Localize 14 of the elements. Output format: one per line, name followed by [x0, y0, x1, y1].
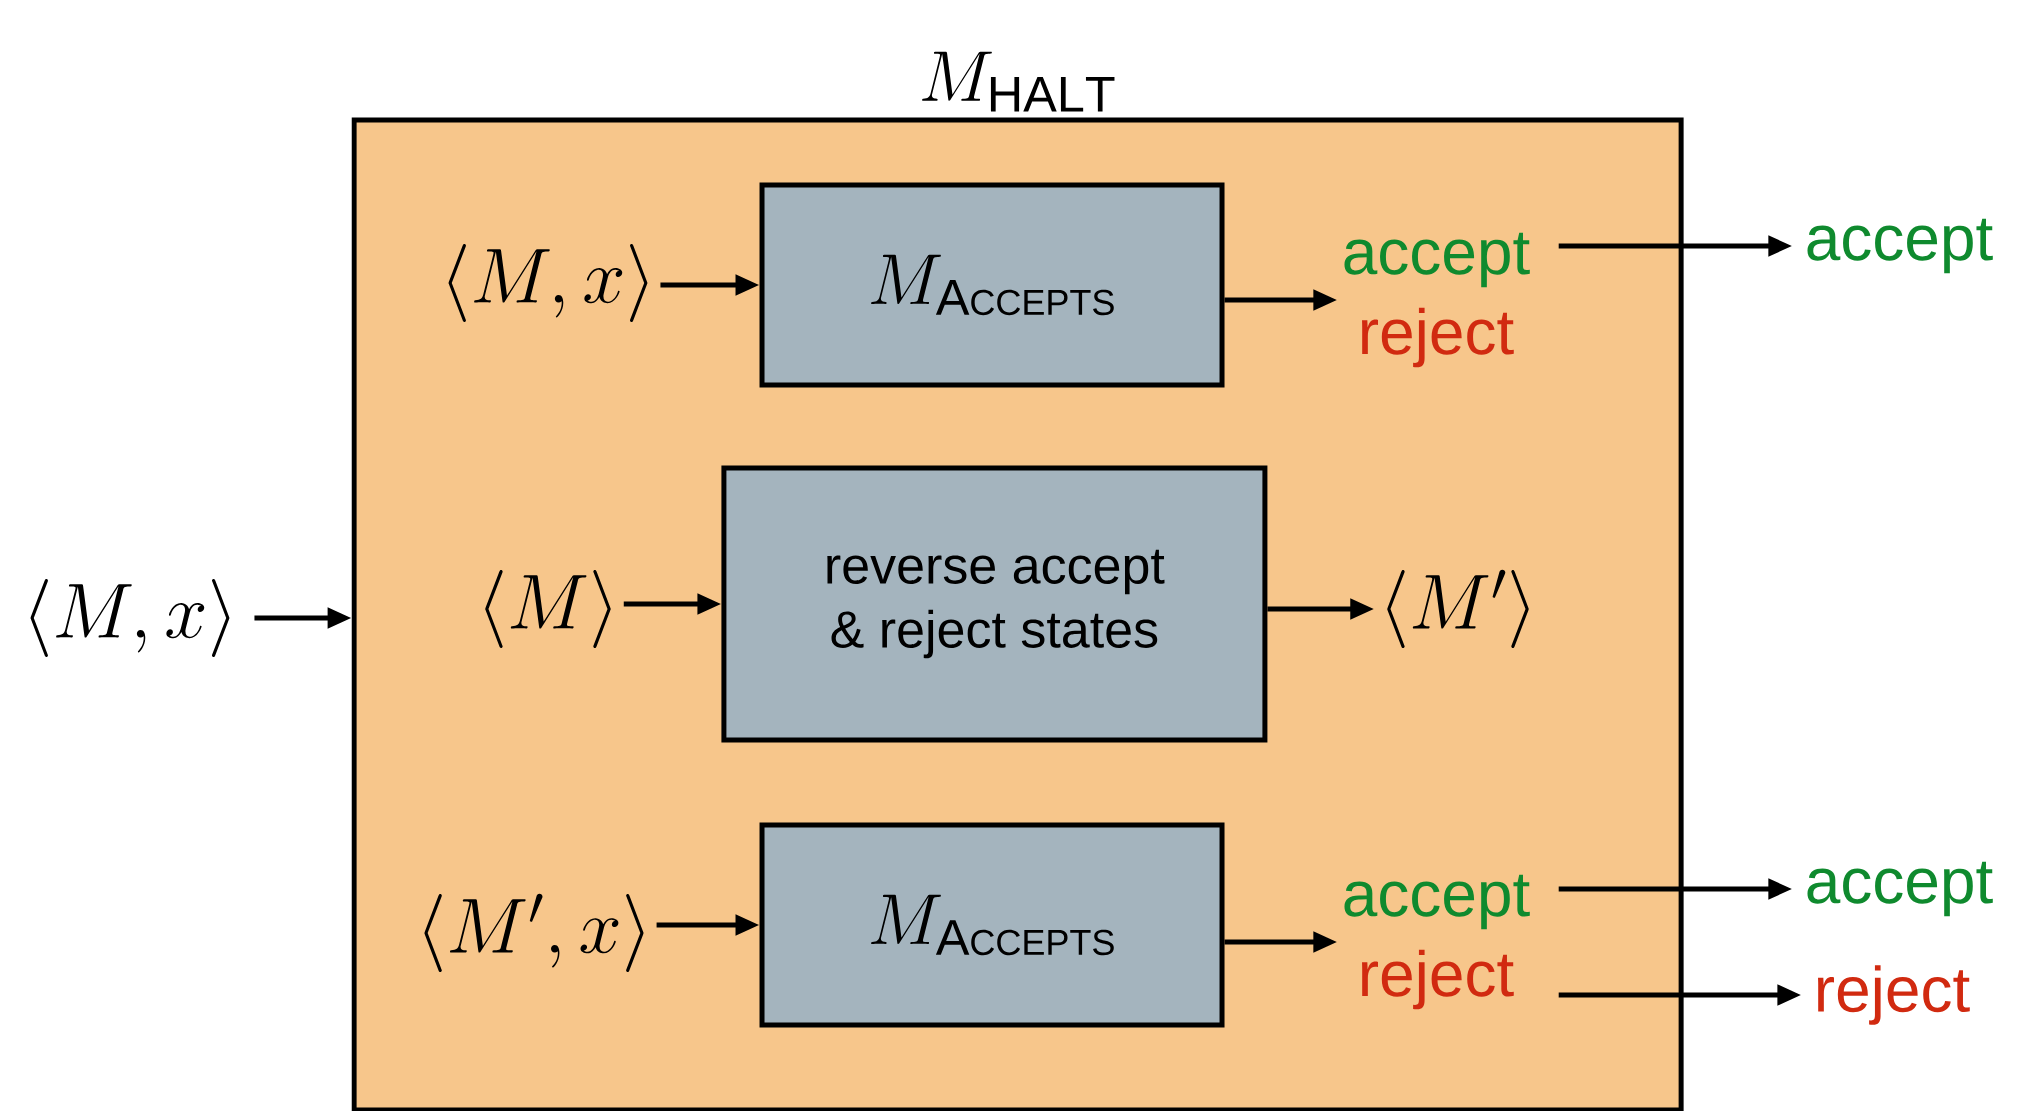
- process-box: $M_{\mathrm{A}\scriptscriptstyle\mathrm{CCEPTS}}$: [759, 822, 1225, 1028]
- input-label: $\langle M, x\rangle$: [448, 244, 648, 322]
- input-label: $\langle M', x\rangle$: [424, 893, 644, 973]
- input-label: $\langle M\rangle$: [485, 570, 611, 648]
- process-box: $M_{\mathrm{A}\scriptscriptstyle\mathrm{CCEPTS}}$: [759, 182, 1225, 388]
- node-label: $M_{\mathrm{HALT}}$: [922, 51, 1115, 112]
- output-label: accept reject: [1344, 874, 1530, 1010]
- process-box: reverse accept & reject states: [721, 465, 1268, 743]
- input-label: $\langle M, x\rangle$: [30, 579, 230, 657]
- output-label: accept: [1807, 861, 1993, 917]
- output-label: accept reject: [1344, 232, 1530, 368]
- output-label: $\langle M'\rangle$: [1387, 569, 1529, 649]
- output-label: reject: [1818, 965, 1970, 1025]
- output-label: accept: [1807, 218, 1993, 274]
